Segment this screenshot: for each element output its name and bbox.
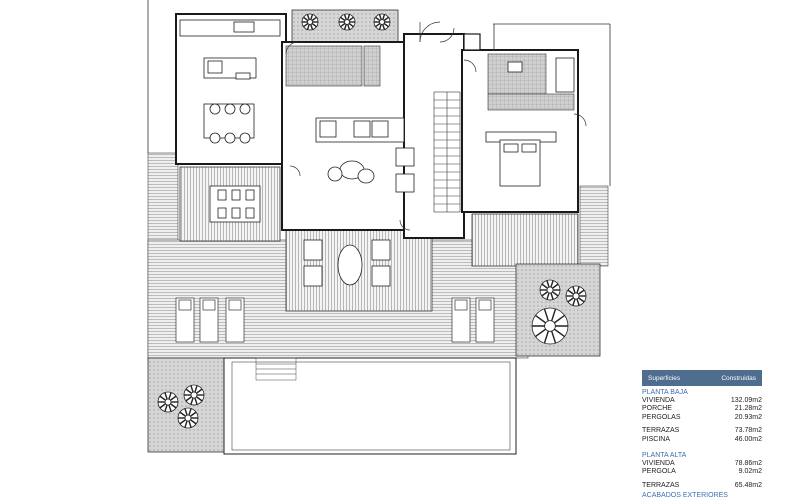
trees bbox=[157, 13, 587, 429]
surface-legend: Superficies Construidas PLANTA BAJA VIVI… bbox=[642, 370, 762, 499]
tiled-floor bbox=[285, 45, 575, 111]
row-value: 73.78m2 bbox=[734, 427, 762, 435]
legend-row: PISCINA 46.00m2 bbox=[642, 436, 762, 444]
tree-icon bbox=[373, 13, 391, 31]
door bbox=[285, 21, 587, 231]
tree-icon bbox=[565, 285, 587, 307]
row-label: PORCHE bbox=[642, 405, 672, 413]
bedroom bbox=[485, 57, 575, 187]
tree-icon bbox=[539, 279, 561, 301]
ground-floor-title: PLANTA BAJA bbox=[642, 389, 688, 396]
row-value: 65.48m2 bbox=[734, 481, 762, 489]
swimming-pool bbox=[223, 357, 517, 455]
legend-row: TERRAZAS 73.78m2 bbox=[642, 427, 762, 435]
legend-col-left: Superficies bbox=[648, 374, 681, 382]
sun-lounger bbox=[175, 297, 495, 343]
tree-icon bbox=[301, 13, 319, 31]
legend-footer: ACABADOS EXTERIORES bbox=[642, 492, 728, 500]
legend-row: VIVIENDA 78.86m2 bbox=[642, 460, 762, 468]
upper-floor-title: PLANTA ALTA bbox=[642, 452, 687, 460]
legend-row: PERGOLA 9.02m2 bbox=[642, 468, 762, 476]
row-label: PERGOLAS bbox=[642, 413, 681, 421]
row-label: TERRAZAS bbox=[642, 427, 680, 435]
legend-col-right: Construidas bbox=[721, 374, 756, 382]
ground-floor-rows: VIVIENDA 132.09m2 PORCHE 21.28m2 PERGOLAS 2… bbox=[642, 397, 762, 422]
row-label: TERRAZAS bbox=[642, 481, 680, 489]
row-label: PISCINA bbox=[642, 435, 671, 443]
dining-set bbox=[209, 185, 391, 287]
tree-icon bbox=[531, 307, 569, 345]
tree-icon bbox=[183, 384, 205, 406]
legend-header: Superficies Construidas bbox=[642, 370, 762, 386]
staircase bbox=[433, 91, 461, 213]
living-room bbox=[315, 117, 415, 193]
legend-row: PORCHE 21.28m2 bbox=[642, 405, 762, 413]
legend-row: TERRAZAS 65.48m2 bbox=[642, 482, 762, 490]
tree-icon bbox=[338, 13, 356, 31]
row-value: 20.93m2 bbox=[734, 413, 762, 421]
row-value: 9.02m2 bbox=[738, 468, 762, 476]
row-label: VIVIENDA bbox=[642, 460, 675, 468]
row-label: PERGOLA bbox=[642, 468, 676, 476]
row-label: VIVIENDA bbox=[642, 397, 675, 404]
legend-row: PERGOLAS 20.93m2 bbox=[642, 414, 762, 422]
tree-icon bbox=[177, 407, 199, 429]
tree-icon bbox=[157, 391, 179, 413]
kitchen bbox=[179, 19, 281, 144]
legend-row: VIVIENDA 132.09m2 bbox=[642, 397, 762, 405]
row-value: 21.28m2 bbox=[734, 405, 762, 413]
row-value: 78.86m2 bbox=[734, 460, 762, 468]
row-value: 132.09m2 bbox=[730, 397, 762, 404]
row-value: 46.00m2 bbox=[734, 435, 762, 443]
